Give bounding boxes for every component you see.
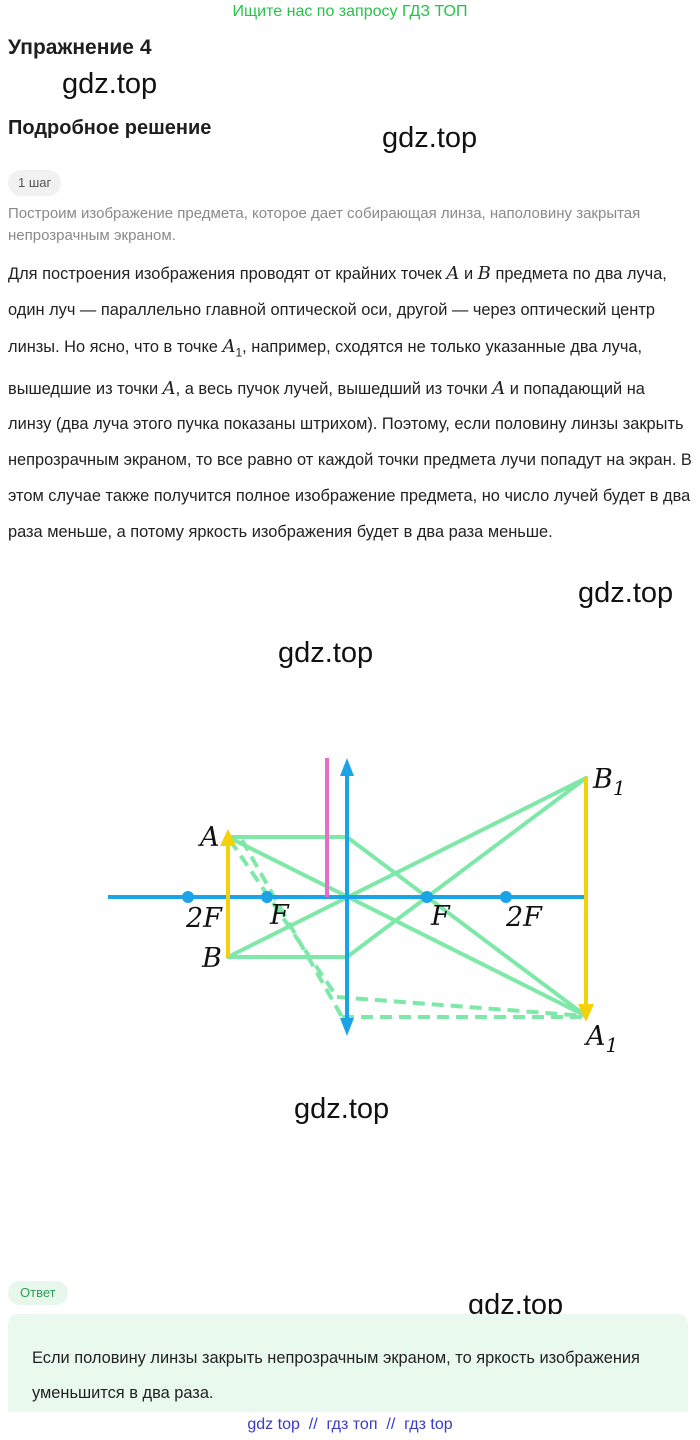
step-intro: Построим изображение предмета, которое д…: [8, 205, 641, 244]
label-B1: B1: [592, 764, 626, 800]
watermark: gdz.top: [382, 122, 478, 154]
converging-lens: [340, 758, 354, 1036]
watermark: gdz.top: [278, 637, 374, 669]
answer-badge: Ответ: [8, 1281, 68, 1305]
answer-box: [8, 1314, 688, 1424]
promo-banner[interactable]: Ищите нас по запросу ГДЗ ТОП: [232, 3, 468, 20]
dashed-rays: [228, 838, 587, 1019]
answer-text: Если половину линзы закрыть непрозрачным…: [32, 1349, 640, 1402]
object-arrow: [220, 829, 236, 957]
label-B: B: [201, 943, 222, 974]
watermark: gdz.top: [62, 68, 158, 100]
lens-diagram: A B 2F F F 2F B1 A1: [108, 758, 626, 1057]
label-2F-left: 2F: [185, 903, 223, 934]
solution-title: Подробное решение: [8, 117, 212, 139]
watermark: gdz.top: [294, 1093, 390, 1125]
label-A1: A1: [583, 1021, 618, 1057]
watermark: gdz.top: [578, 577, 674, 609]
footer-links[interactable]: gdz top // гдз топ // гдз top: [0, 1412, 700, 1438]
label-2F-right: 2F: [505, 902, 543, 933]
step-badge: 1 шаг: [8, 170, 62, 196]
image-arrow: [578, 778, 594, 1022]
label-A: A: [197, 822, 220, 853]
label-F-right: F: [430, 901, 451, 932]
solution-text: Для построения изображения проводят от к…: [8, 263, 692, 541]
label-F-left: F: [269, 900, 290, 931]
focal-points: [182, 891, 512, 903]
exercise-title: Упражнение 4: [8, 36, 152, 59]
